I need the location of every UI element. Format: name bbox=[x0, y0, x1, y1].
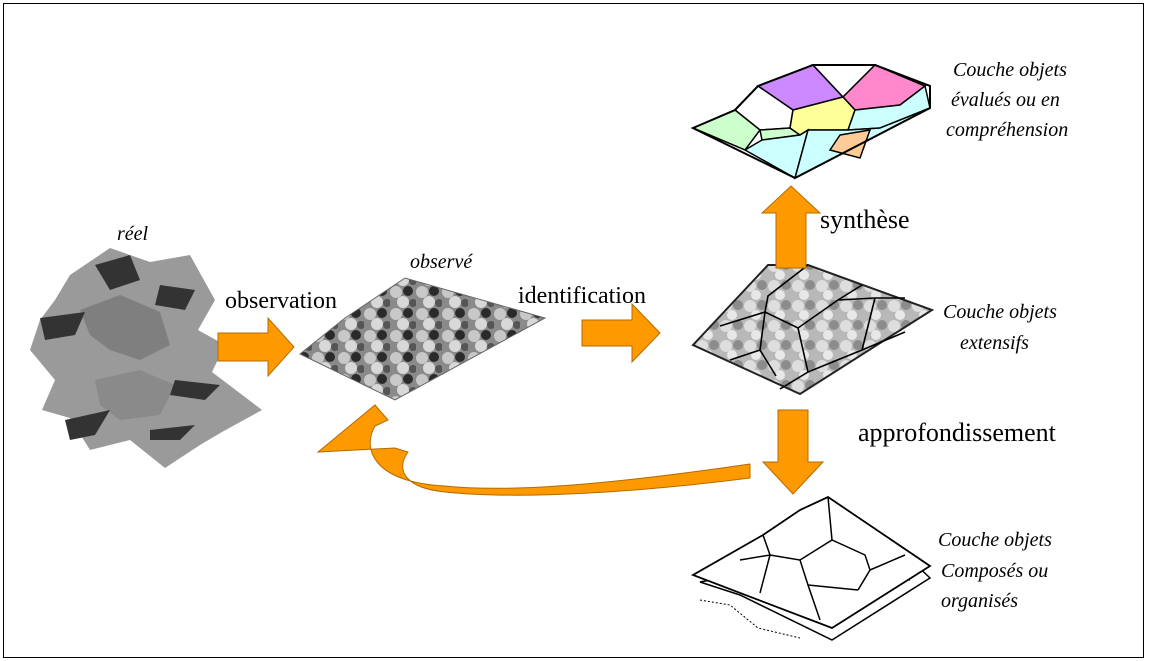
evaluated-layer-plate bbox=[690, 64, 931, 180]
label-observation: observation bbox=[225, 288, 337, 314]
extensive-line-1: Couche objets bbox=[943, 301, 1057, 323]
synthese-arrow bbox=[760, 185, 822, 269]
label-identification: identification bbox=[518, 283, 646, 309]
reel-figure bbox=[30, 248, 262, 468]
label-synthese: synthèse bbox=[820, 205, 910, 234]
identification-arrow bbox=[581, 302, 661, 364]
approfondissement-arrow bbox=[761, 409, 825, 495]
evaluated-line-2: évalués ou en bbox=[951, 89, 1060, 111]
composed-layer-plate bbox=[690, 495, 932, 641]
extensive-line-2: extensifs bbox=[960, 332, 1029, 354]
label-extensive-layer: Couche objets extensifs bbox=[943, 301, 1062, 354]
observation-arrow bbox=[217, 316, 295, 378]
extensive-layer-plate bbox=[691, 264, 935, 396]
label-observe: observé bbox=[410, 251, 473, 273]
label-reel: réel bbox=[117, 223, 149, 245]
composed-line-2: Composés ou bbox=[941, 560, 1048, 582]
composed-line-1: Couche objets bbox=[938, 529, 1052, 551]
observed-plate bbox=[299, 277, 547, 401]
evaluated-line-3: compréhension bbox=[946, 119, 1068, 141]
label-approfondissement: approfondissement bbox=[858, 418, 1057, 447]
feedback-arrow bbox=[316, 404, 751, 496]
composed-line-3: organisés bbox=[941, 590, 1018, 612]
label-evaluated-layer: Couche objets évalués ou en compréhensio… bbox=[946, 59, 1072, 141]
label-composed-layer: Couche objets Composés ou organisés bbox=[938, 529, 1057, 612]
evaluated-line-1: Couche objets bbox=[953, 59, 1067, 81]
